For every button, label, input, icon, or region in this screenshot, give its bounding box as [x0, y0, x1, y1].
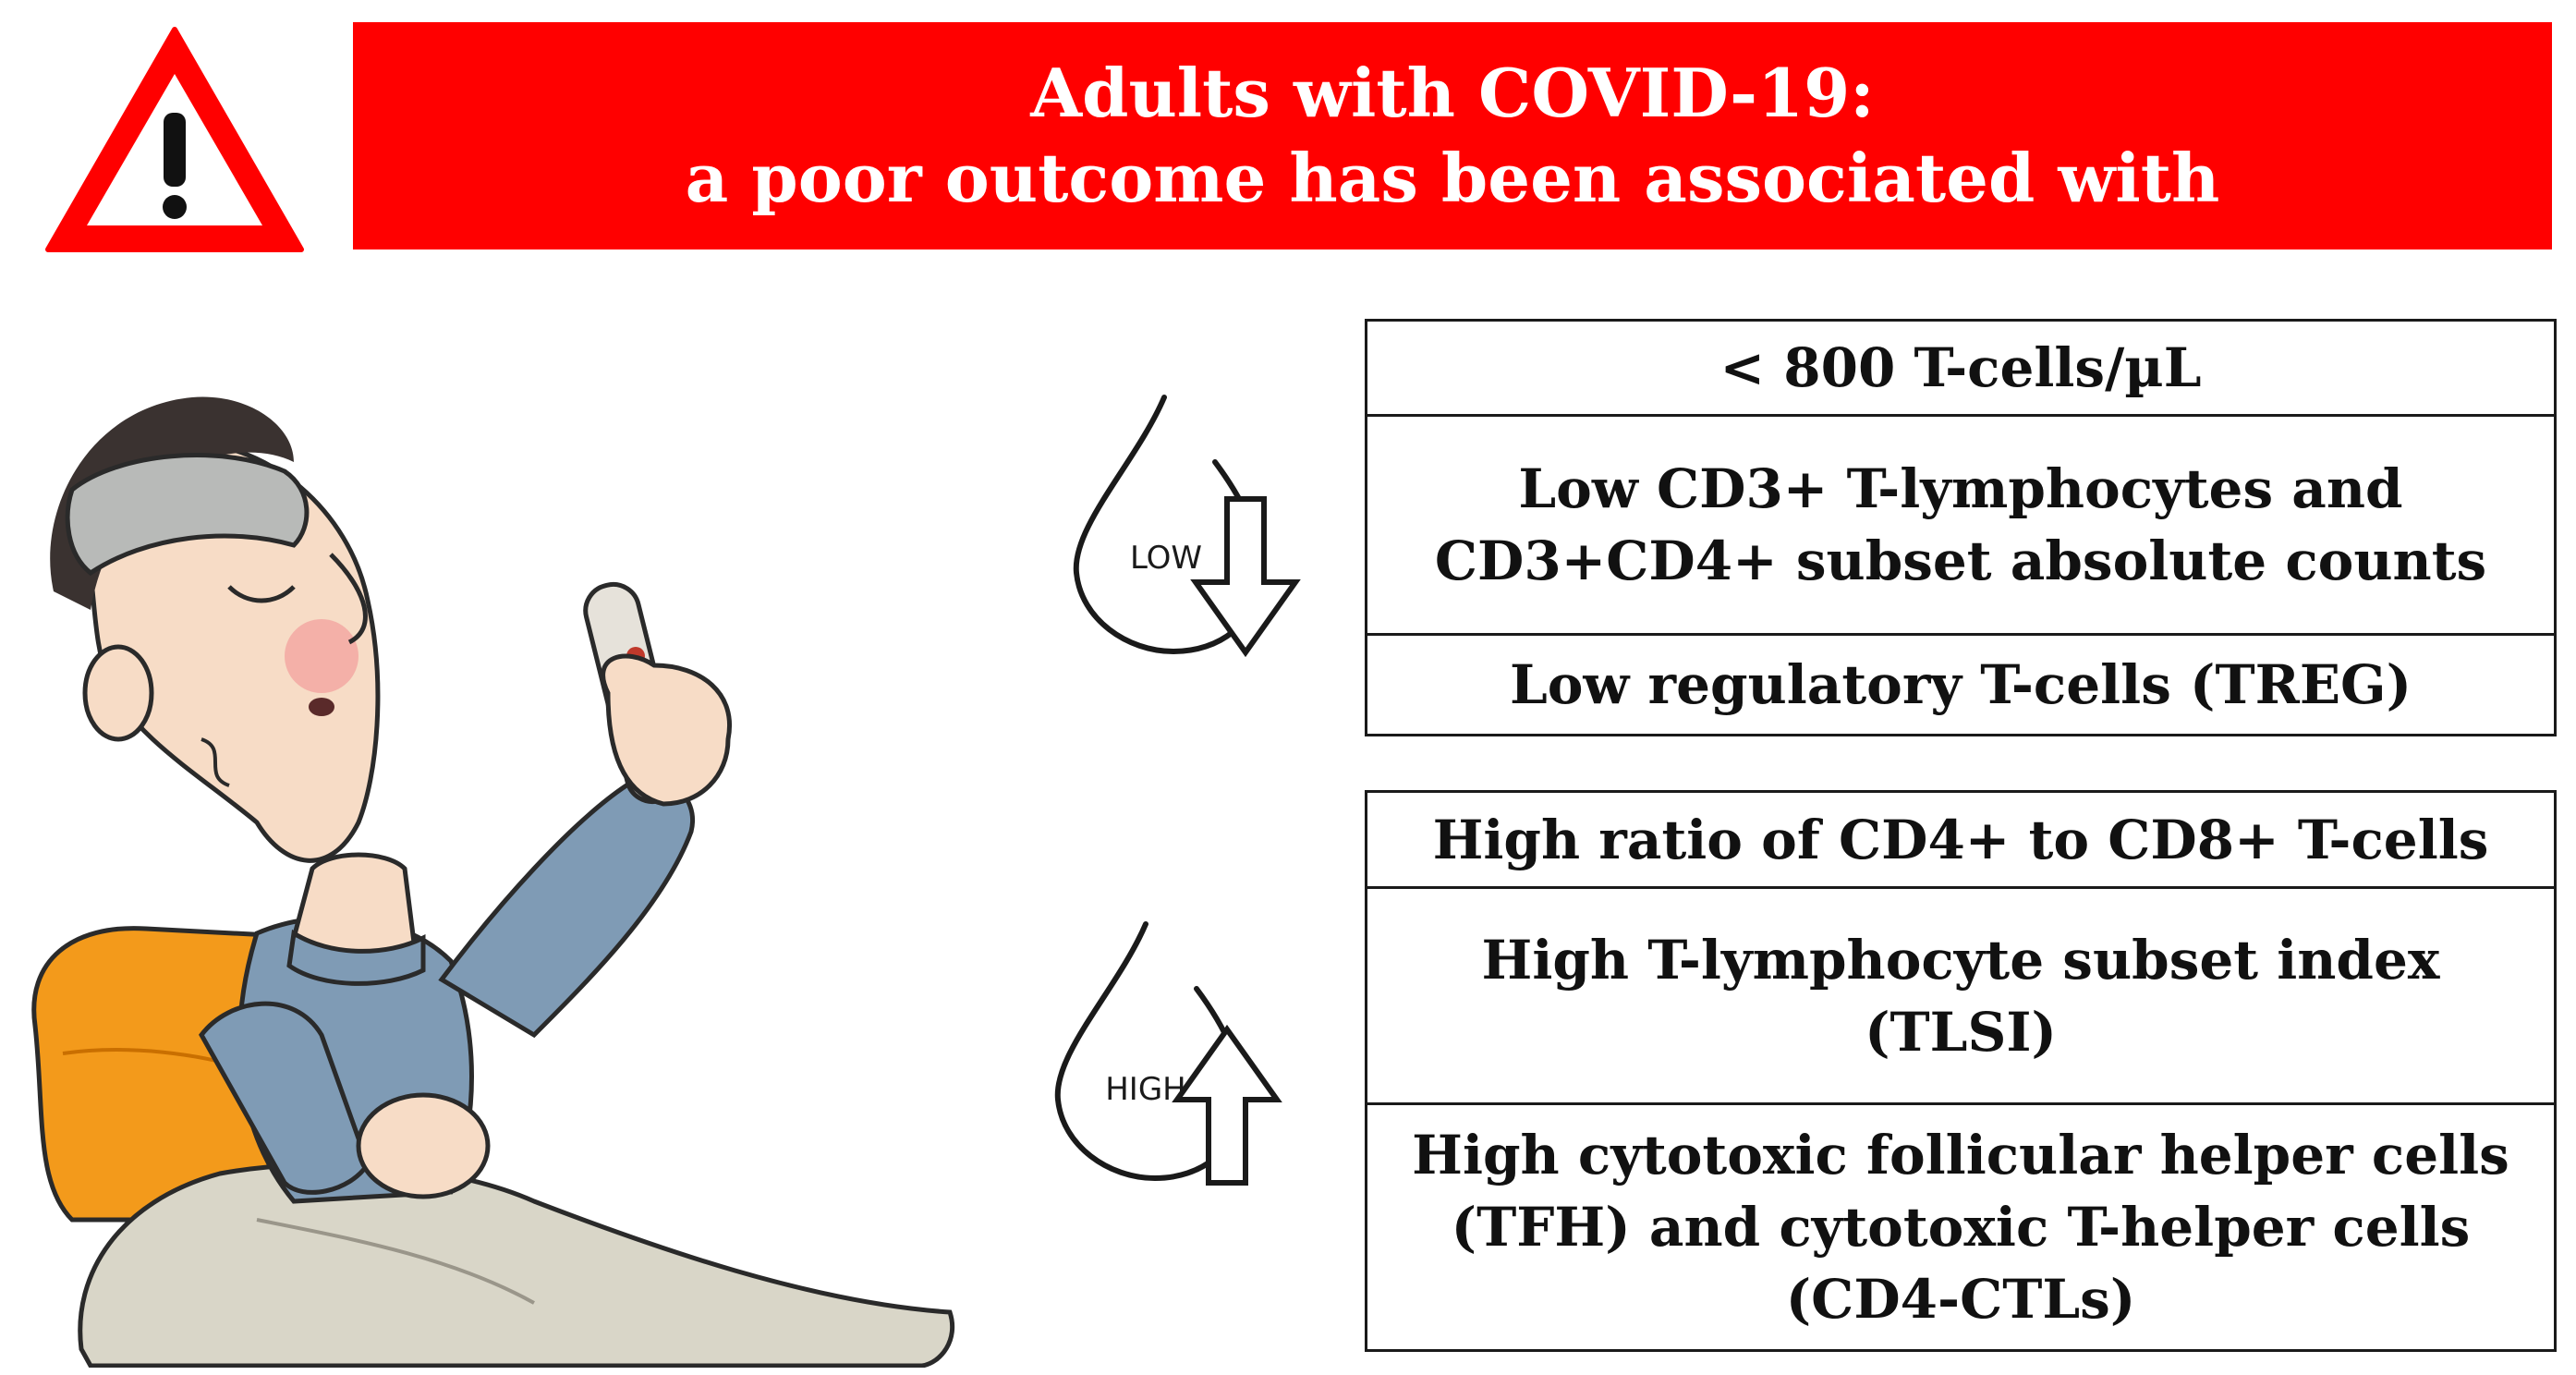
up-arrow-icon — [1172, 1024, 1282, 1186]
low-item-treg: Low regulatory T-cells (TREG) — [1509, 653, 2412, 716]
header-title-line1: Adults with COVID-19: — [1030, 54, 1875, 132]
low-findings-table: < 800 T-cells/µL Low CD3+ T-lymphocytes … — [1365, 319, 2557, 736]
high-findings-table: High ratio of CD4+ to CD8+ T-cells High … — [1365, 790, 2557, 1352]
high-item-cytotoxic-cells: High cytotoxic follicular helper cells (… — [1412, 1124, 2509, 1331]
header-banner: Adults with COVID-19: a poor outcome has… — [353, 22, 2552, 249]
header-title-line2: a poor outcome has been associated with — [685, 139, 2220, 217]
low-item-cd3-counts: Low CD3+ T-lymphocytes and CD3+CD4+ subs… — [1367, 417, 2554, 636]
blood-drop-high-icon: HIGH — [1054, 921, 1282, 1186]
down-arrow-icon — [1190, 496, 1301, 658]
high-item-tlsi: High T-lymphocyte subset index (TLSI) — [1367, 889, 2554, 1105]
warning-triangle-icon — [45, 27, 304, 252]
high-item-cd4-cd8-ratio: High ratio of CD4+ to CD8+ T-cells — [1367, 793, 2554, 889]
sick-person-illustration — [31, 396, 955, 1368]
low-drop-label: LOW — [1130, 540, 1202, 577]
blood-drop-low-icon: LOW — [1073, 395, 1301, 658]
low-item-tcell-count: < 800 T-cells/µL — [1367, 322, 2554, 417]
